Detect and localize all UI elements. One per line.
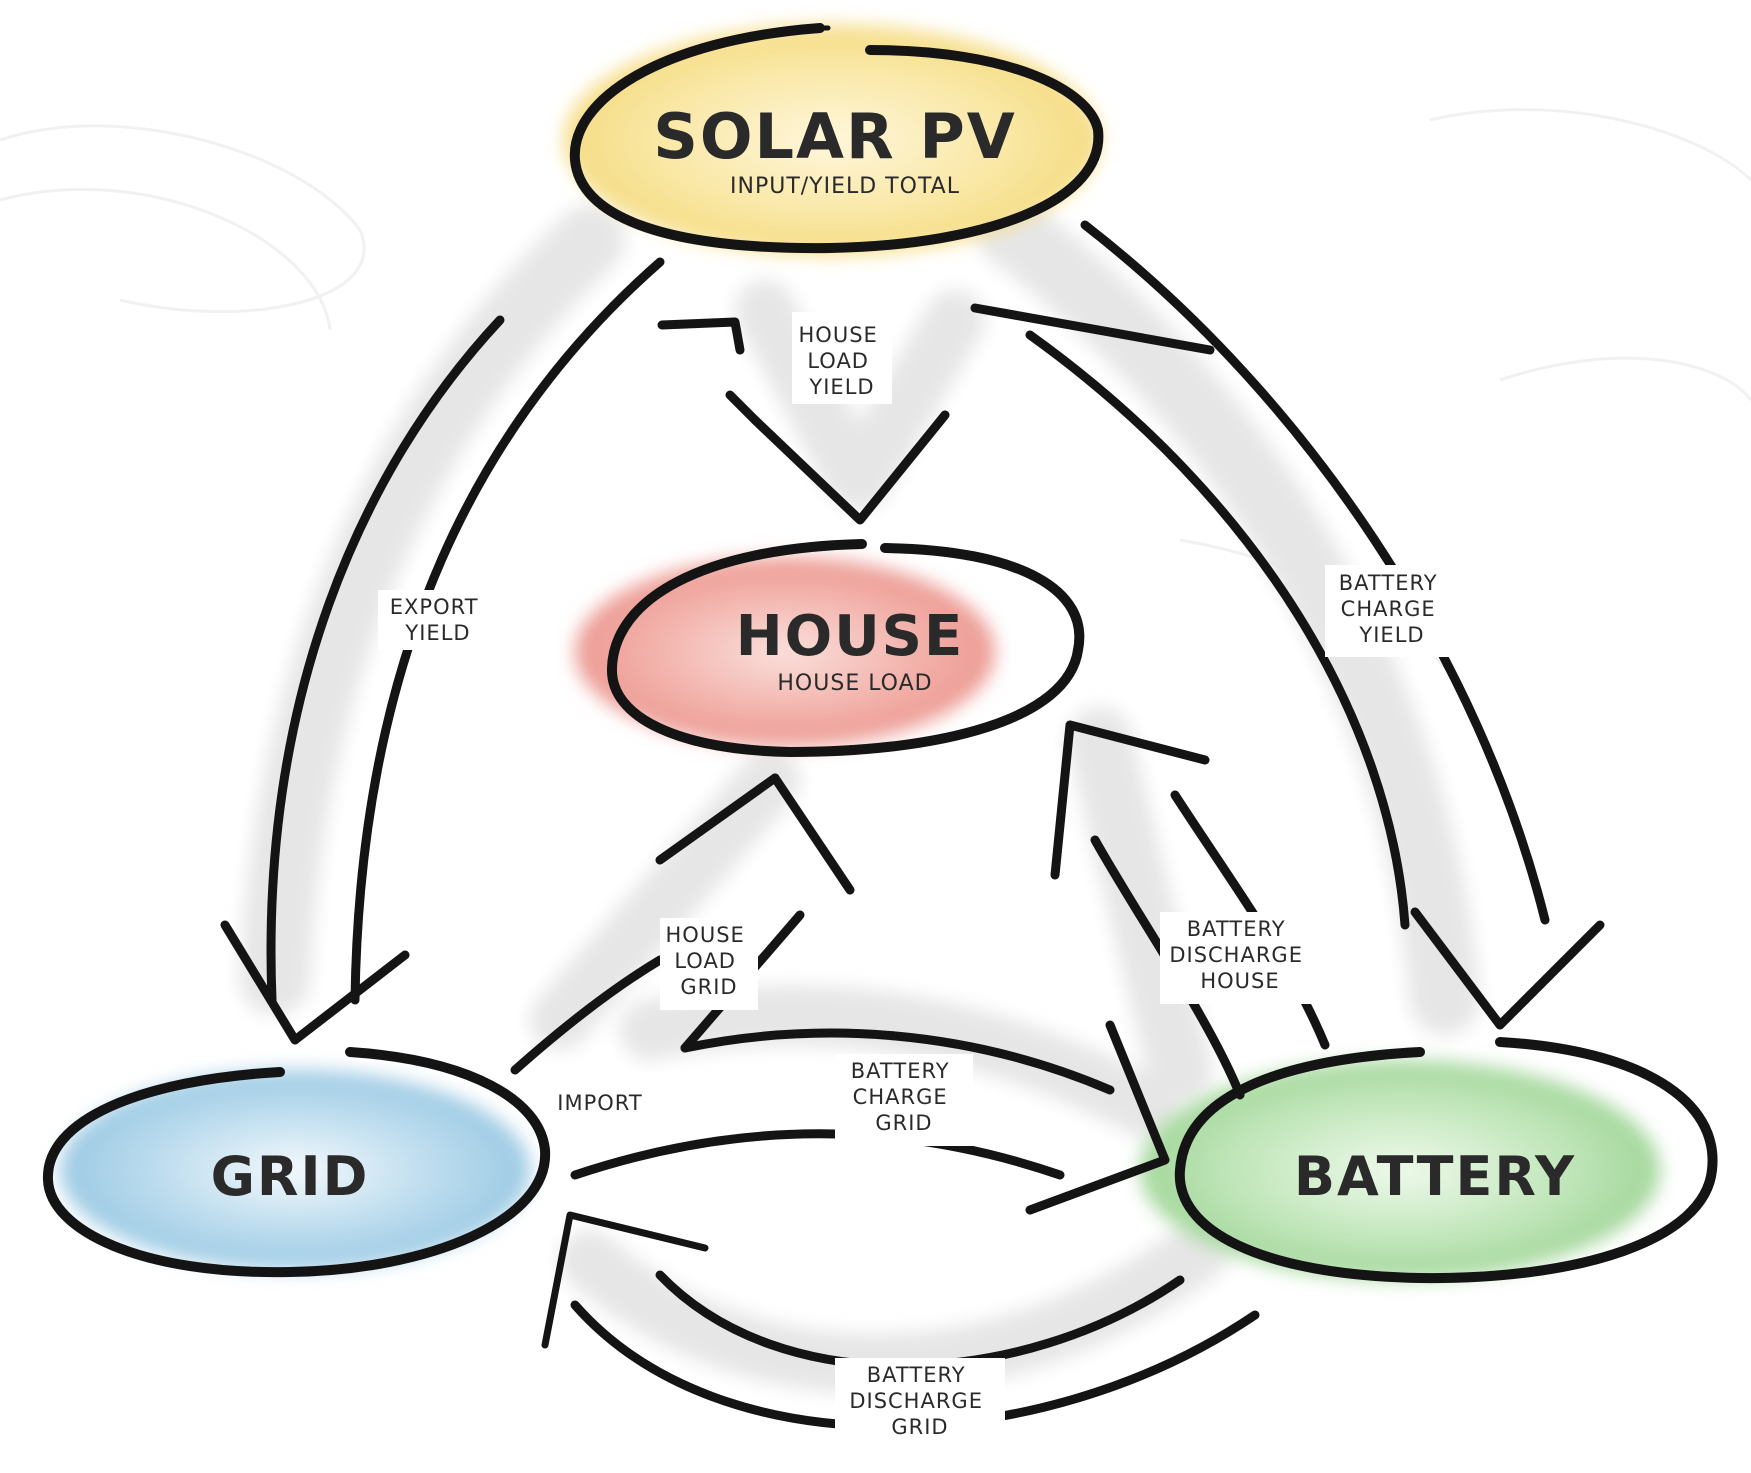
label-line: LOAD	[674, 949, 736, 973]
label-line: IMPORT	[557, 1091, 642, 1115]
svg-text:BATTERY CHARGE GRI: BATTERY CHARGE GRID	[851, 1059, 957, 1135]
label-battery-charge-yield: BATTERY CHARGE YIELD	[1325, 565, 1455, 657]
house-node	[575, 539, 1085, 757]
label-line: BATTERY	[851, 1059, 950, 1083]
svg-text:EXPORT YIELD: EXPORT YIELD	[390, 595, 486, 645]
label-line: DISCHARGE	[849, 1389, 983, 1413]
grid-title: GRID	[211, 1145, 370, 1208]
arrow-house-load-yield	[657, 303, 1215, 525]
label-line: YIELD	[808, 375, 874, 399]
label-import: IMPORT	[550, 1086, 650, 1120]
arrow-battery-charge-yield	[1025, 220, 1605, 1030]
label-line: HOUSE	[1200, 969, 1279, 993]
solar-title: SOLAR PV	[653, 100, 1017, 173]
label-export-yield: EXPORT YIELD	[378, 590, 498, 650]
solar-subtitle: INPUT/YIELD TOTAL	[730, 174, 960, 199]
label-line: EXPORT	[390, 595, 479, 619]
svg-text:IMPORT: IMPORT	[557, 1091, 642, 1115]
label-battery-discharge-house: BATTERY DISCHARGE HOUSE	[1160, 912, 1320, 1004]
label-line: BATTERY	[1187, 917, 1286, 941]
label-line: CHARGE	[1341, 597, 1436, 621]
label-line: LOAD	[807, 349, 869, 373]
svg-text:HOUSE LOAD GRID: HOUSE LOAD GRID	[666, 923, 753, 999]
svg-text:HOUSE LOAD YIELD: HOUSE LOAD YIELD	[799, 323, 886, 399]
label-line: BATTERY	[867, 1363, 966, 1387]
arrow-export-yield	[220, 257, 665, 1045]
svg-text:BATTERY CHARGE YIE: BATTERY CHARGE YIELD	[1339, 571, 1445, 647]
label-line: GRID	[891, 1415, 948, 1439]
label-line: GRID	[680, 975, 737, 999]
label-line: HOUSE	[799, 323, 878, 347]
label-house-load-grid: HOUSE LOAD GRID	[660, 918, 758, 1010]
svg-text:BATTERY DISCHARGE: BATTERY DISCHARGE HOUSE	[1169, 917, 1310, 993]
label-battery-charge-grid: BATTERY CHARGE GRID	[835, 1054, 973, 1146]
label-line: BATTERY	[1339, 571, 1438, 595]
label-line: CHARGE	[853, 1085, 948, 1109]
solar-node	[564, 23, 1104, 255]
grid-node	[42, 1047, 551, 1278]
battery-node	[1140, 1037, 1718, 1284]
label-line: YIELD	[404, 621, 470, 645]
label-line: YIELD	[1358, 623, 1424, 647]
arrow-battery-charge-grid	[570, 1020, 1170, 1215]
label-house-load-yield: HOUSE LOAD YIELD	[792, 312, 892, 404]
label-line: GRID	[875, 1111, 932, 1135]
house-title: HOUSE	[736, 604, 965, 669]
svg-text:BATTERY DISCHARGE: BATTERY DISCHARGE GRID	[849, 1363, 990, 1439]
battery-title: BATTERY	[1294, 1145, 1576, 1208]
label-line: HOUSE	[666, 923, 745, 947]
house-subtitle: HOUSE LOAD	[777, 671, 932, 696]
label-line: DISCHARGE	[1169, 943, 1303, 967]
label-battery-discharge-grid: BATTERY DISCHARGE GRID	[835, 1358, 1005, 1450]
